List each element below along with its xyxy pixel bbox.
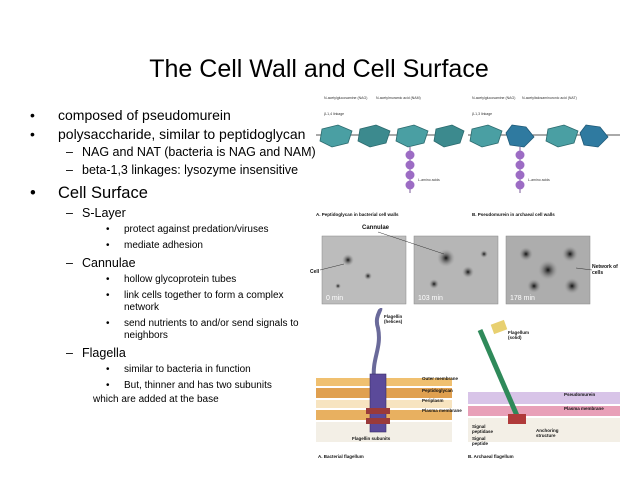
amino-label-a: L-amino acids: [418, 178, 440, 182]
amino-label-b: L-amino acids: [528, 178, 550, 182]
cannulae-point-2: link cells together to form a complex ne…: [30, 290, 320, 314]
amino-acid-b1: [515, 150, 525, 160]
amino-acid-b3: [515, 170, 525, 180]
micrograph-103-min: [413, 235, 499, 305]
time-103: 103 min: [418, 295, 443, 302]
label-nag: N-acetylglucosamine (NAG): [324, 96, 367, 100]
label-bact-periplasm: Periplasm: [422, 398, 444, 403]
label-nag-b: N-acetylglucosamine (NAG): [472, 96, 515, 100]
label-bact-outer: Outer membrane: [422, 376, 459, 381]
bullet-pseudomurein: composed of pseudomurein: [30, 107, 320, 123]
sub-bullet-s-layer: S-Layer: [30, 206, 320, 221]
cannulae-figure: Cannulae Cell Network of cells 0 min 103…: [308, 224, 626, 306]
network-label: Network of cells: [592, 264, 618, 276]
sugar-ring-nat-b: [505, 124, 535, 148]
bullet-list: composed of pseudomurein polysaccharide,…: [30, 107, 320, 406]
sugar-ring-nag-b2: [545, 124, 579, 148]
s-layer-point-2: mediate adhesion: [30, 240, 320, 252]
cell-wall-figure: N-acetylglucosamine (NAG) N-acetylmurami…: [312, 93, 624, 223]
flagellum-diagram: [316, 306, 620, 442]
cannulae-point-3: send nutrients to and/or send signals to…: [30, 318, 320, 342]
archaeal-flagellum: [477, 329, 521, 419]
cannulae-point-1: hollow glycoprotein tubes: [30, 274, 320, 286]
cell-wall-diagram: N-acetylglucosamine (NAG) N-acetylmurami…: [316, 96, 620, 193]
time-178: 178 min: [510, 295, 535, 302]
label-arch-pseudo: Pseudomurein: [564, 392, 596, 397]
sugar-ring-nam-a: [357, 124, 391, 148]
time-0: 0 min: [326, 295, 343, 302]
flagella-point-2: But, thinner and has two subunits: [30, 380, 320, 392]
sub-bullet-beta-linkage: beta-1,3 linkages: lysozyme insensitive: [30, 163, 320, 178]
sub-bullet-cannulae: Cannulae: [30, 256, 320, 271]
cell-label: Cell: [310, 269, 320, 275]
label-bact-subunits: Flagellin subunits: [352, 436, 391, 441]
label-arch-signal: Signal peptidase: [472, 424, 494, 434]
caption-peptidoglycan: A. Peptidoglycan in bacterial cell walls: [316, 212, 399, 217]
bacterial-flagellum-motor: [369, 373, 387, 433]
caption-archaeal-flagellum: B. Archaeal flagellum: [468, 454, 514, 459]
flagellum-figure: Flagellin (helices) Outer membrane Pepti…: [312, 306, 624, 466]
amino-acid-b4: [515, 180, 525, 190]
micrograph-0-min: [321, 235, 407, 305]
amino-acid-b2: [515, 160, 525, 170]
cannulae-micrographs: 0 min 103 min 178 min: [319, 231, 593, 305]
label-bact-flagellin: Flagellin (helices): [384, 314, 403, 324]
amino-acid-a2: [405, 160, 415, 170]
label-arch-signal2: Signal peptide: [472, 436, 489, 446]
slide-title: The Cell Wall and Cell Surface: [149, 55, 489, 83]
bullet-cell-surface: Cell Surface: [30, 184, 320, 203]
link-label-b: β-1,3 linkage: [472, 112, 492, 116]
label-arch-anchor: Anchoring structure: [536, 428, 559, 438]
bullet-polysaccharide: polysaccharide, similar to peptidoglycan: [30, 126, 320, 142]
sugar-ring-nag-a2: [395, 124, 429, 148]
label-bact-peptido: Peptidoglycan: [422, 388, 453, 393]
sugar-ring-nat-b2: [579, 124, 609, 148]
label-nat: N-acetyltalosaminuronic acid (NAT): [522, 96, 577, 100]
flagella-point-1: similar to bacteria in function: [30, 364, 320, 376]
amino-acid-a1: [405, 150, 415, 160]
label-bact-plasma: Plasma membrane: [422, 408, 462, 413]
amino-acid-a3: [405, 170, 415, 180]
cannulae-label: Cannulae: [362, 225, 390, 231]
sugar-ring-nam-a2: [433, 124, 465, 148]
sugar-ring-nag-b: [469, 124, 503, 148]
label-arch-plasma: Plasma membrane: [564, 406, 604, 411]
caption-pseudomurein: B. Pseudomurein in archaeal cell walls: [472, 212, 555, 217]
label-arch-flagellum: Flagellum (solid): [508, 330, 530, 340]
flagella-point-2-continued: which are added at the base: [93, 394, 219, 405]
caption-bacterial-flagellum: A. Bacterial flagellum: [318, 454, 364, 459]
pseudomurein-b: [468, 392, 620, 404]
link-label-a: β-1,4 linkage: [324, 112, 344, 116]
s-layer-point-1: protect against predation/viruses: [30, 224, 320, 236]
amino-acid-a4: [405, 180, 415, 190]
label-nam: N-acetylmuramic acid (NAM): [376, 96, 421, 100]
sub-bullet-nag-nat: NAG and NAT (bacteria is NAG and NAM): [30, 145, 320, 160]
sub-bullet-flagella: Flagella: [30, 346, 320, 361]
plasma-membrane-b: [468, 406, 620, 416]
sugar-ring-nag-a: [319, 124, 353, 148]
